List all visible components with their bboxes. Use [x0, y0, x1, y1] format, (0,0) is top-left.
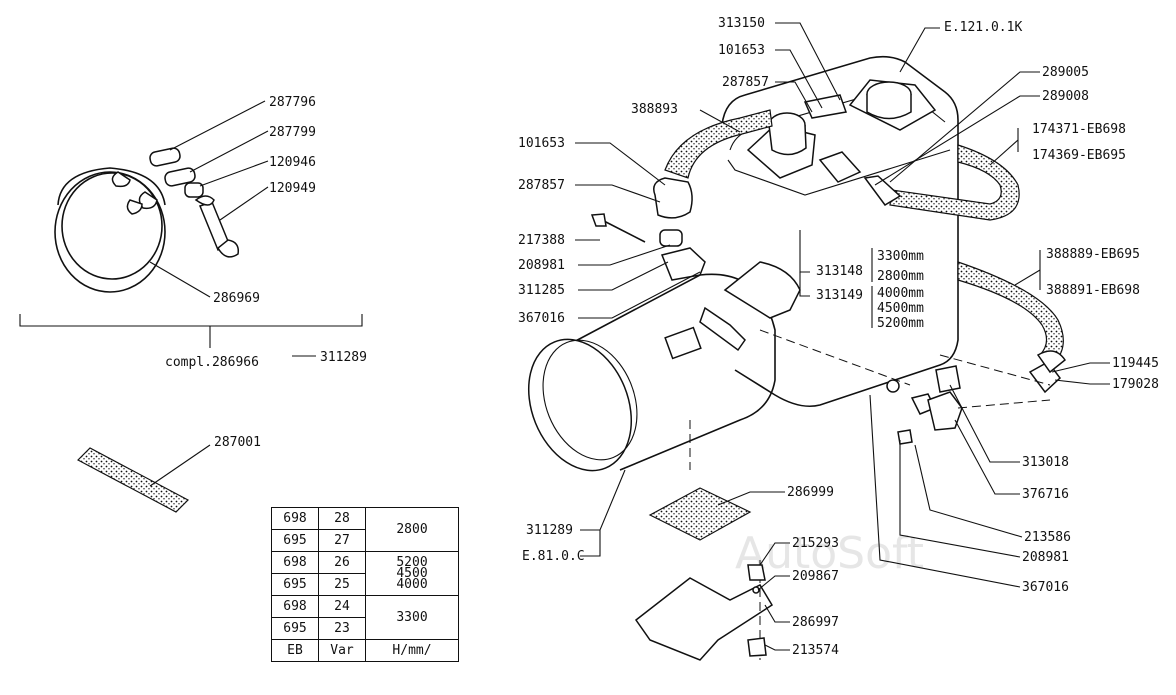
cell-h: 3300: [365, 595, 459, 640]
callout-287001: 287001: [214, 435, 261, 450]
bracket-286997: [634, 577, 774, 661]
callout-313148: 313148: [816, 264, 863, 279]
watermark: AutoSoft: [735, 528, 924, 579]
length-3300: 3300mm: [877, 249, 924, 264]
header-var: Var: [318, 639, 366, 662]
hose-388893: [664, 109, 773, 179]
heater-unit-drawing: [527, 261, 911, 472]
length-4000: 4000mm: [877, 286, 924, 301]
callout-313150: 313150: [718, 16, 765, 31]
callout-376716: 376716: [1022, 487, 1069, 502]
cell-var: 27: [318, 529, 366, 552]
cell-eb: 698: [271, 551, 319, 574]
callout-217388: 217388: [518, 233, 565, 248]
cell-h: 2800: [365, 507, 459, 552]
callout-179028: 179028: [1112, 377, 1159, 392]
callout-388893: 388893: [631, 102, 678, 117]
cell-var: 25: [318, 573, 366, 596]
cell-eb: 695: [271, 529, 319, 552]
length-5200: 5200mm: [877, 316, 924, 331]
callout-286997: 286997: [792, 615, 839, 630]
callout-287857: 287857: [518, 178, 565, 193]
callout-101653-top: 101653: [718, 43, 765, 58]
callout-311289-left: 311289: [320, 350, 367, 365]
table-header-row: EB Var H/mm/: [271, 639, 459, 662]
callout-388891: 388891-EB698: [1046, 283, 1140, 298]
callout-120946: 120946: [269, 155, 316, 170]
table-row: 698 26 5200 4500 4000: [271, 551, 459, 596]
callout-367016: 367016: [518, 311, 565, 326]
cell-eb: 698: [271, 507, 319, 530]
cell-var: 24: [318, 595, 366, 618]
header-h: H/mm/: [365, 639, 459, 662]
callout-213586: 213586: [1024, 530, 1071, 545]
cell-var: 28: [318, 507, 366, 530]
cell-eb: 695: [271, 617, 319, 640]
callout-compl-286966: compl.286966: [165, 355, 259, 370]
cell-eb: 695: [271, 573, 319, 596]
plate-286999: [648, 487, 752, 541]
gasket-strip: [77, 447, 189, 513]
fuel-tank-drawing: [721, 55, 959, 408]
callout-289008: 289008: [1042, 89, 1089, 104]
callout-286999: 286999: [787, 485, 834, 500]
callout-208981: 208981: [518, 258, 565, 273]
length-4500: 4500mm: [877, 301, 924, 316]
variant-table: 698 28 2800 695 27 698 26 5200 4500 4000…: [271, 507, 459, 662]
callout-174371: 174371-EB698: [1032, 122, 1126, 137]
table-row: 698 28 2800: [271, 507, 459, 552]
cell-eb: 698: [271, 595, 319, 618]
callout-119445: 119445: [1112, 356, 1159, 371]
clamp-band-drawing: [54, 147, 240, 293]
callout-213574: 213574: [792, 643, 839, 658]
callout-289005: 289005: [1042, 65, 1089, 80]
h-value-4000: 4000: [396, 577, 428, 592]
callout-313149: 313149: [816, 288, 863, 303]
callout-174369: 174369-EB695: [1032, 148, 1126, 163]
callout-120949: 120949: [269, 181, 316, 196]
table-row: 695 25: [271, 573, 459, 596]
callout-313018: 313018: [1022, 455, 1069, 470]
callout-287796: 287796: [269, 95, 316, 110]
cell-h-multi: 5200 4500 4000: [365, 551, 459, 596]
header-eb: EB: [271, 639, 319, 662]
hose-388889: [957, 261, 1064, 363]
callout-287857-top: 287857: [722, 75, 769, 90]
length-2800: 2800mm: [877, 269, 924, 284]
callout-208981-right: 208981: [1022, 550, 1069, 565]
callout-209867: 209867: [792, 569, 839, 584]
callout-e810c: E.81.0.C: [522, 549, 585, 564]
callout-311285: 311285: [518, 283, 565, 298]
callout-286969: 286969: [213, 291, 260, 306]
cell-var: 23: [318, 617, 366, 640]
cell-var: 26: [318, 551, 366, 574]
table-row: 698 24 3300: [271, 595, 459, 640]
callout-388889: 388889-EB695: [1046, 247, 1140, 262]
callout-287799: 287799: [269, 125, 316, 140]
callout-367016-right: 367016: [1022, 580, 1069, 595]
callout-311289: 311289: [526, 523, 573, 538]
callout-215293: 215293: [792, 536, 839, 551]
h-value-4500: 4500: [396, 566, 428, 581]
callout-e1210ik: E.121.0.1K: [944, 20, 1022, 35]
h-value-5200: 5200: [396, 555, 428, 570]
table-row: 695 27: [271, 529, 459, 552]
callout-101653: 101653: [518, 136, 565, 151]
